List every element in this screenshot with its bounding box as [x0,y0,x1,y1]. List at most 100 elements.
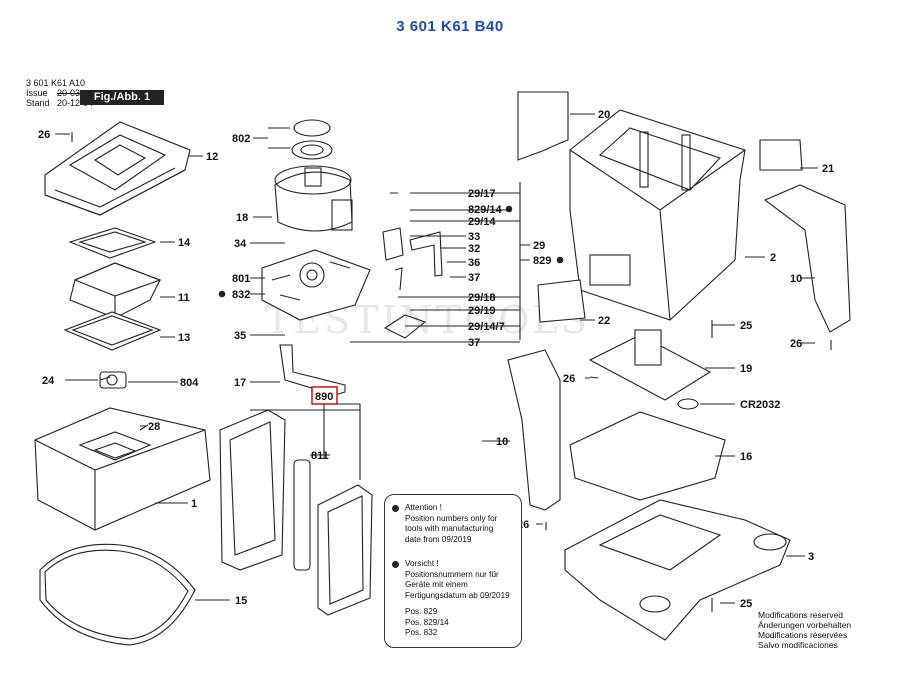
note-en-line1: Position numbers only for [405,513,498,523]
label-21: 21 [822,163,834,175]
note-pos-829: Pos. 829 [405,607,438,616]
label-811: 811 [311,450,329,462]
mods-fr: Modifications réservées [758,630,848,640]
label-829: 829 [533,255,551,267]
bullet-icon [392,561,399,568]
label-29-18: 29/18 [468,292,496,304]
part-battery-cover [317,484,373,616]
part-base-housing [34,407,211,531]
part-coin-cell [677,398,699,410]
label-10-right: 10 [790,273,802,285]
label-16: 16 [740,451,752,463]
part-control-board [261,249,371,321]
note-de-line1: Positionsnummern nur für [405,569,499,579]
label-829-14: 829/14 [468,204,503,216]
label-34: 34 [234,238,247,250]
label-24: 24 [42,375,55,387]
note-de-line3: Fertigungsdatum ab 09/2019 [405,590,510,600]
part-label-21 [759,139,803,171]
part-battery-tray [219,409,286,571]
note-de-title: Vorsicht ! [405,559,439,568]
note-pos-829-14: Pos. 829/14 [405,617,449,627]
label-801: 801 [232,273,250,285]
note-positions: Pos. 829 Pos. 829/14 Pos. 832 [405,607,449,639]
stand-label: Stand [26,98,50,108]
part-32 [409,231,443,277]
page-title: 3 601 K61 B40 [396,18,504,35]
part-seal-frame [63,311,162,351]
label-25-upper: 25 [740,320,752,332]
issue-label: Issue [26,88,48,98]
part-33 [382,227,404,261]
note-pos-832: Pos. 832 [405,628,438,637]
label-36: 36 [468,257,480,269]
label-26-board: 26 [563,373,575,385]
label-804: 804 [180,377,199,389]
label-10-left: 10 [496,436,508,448]
part-802a [293,119,331,137]
part-battery [293,459,311,571]
part-handle-grip-a [763,184,851,333]
stand-value: 20-12-04 [57,98,94,108]
note-en: Attention ! Position numbers only for to… [405,503,497,545]
part-804 [99,371,127,389]
note-de: Vorsicht ! Positionsnummern nur für Gerä… [405,559,510,601]
mods-de: Änderungen vorbehalten [758,620,852,630]
label-32: 32 [468,243,480,255]
bullet-icon [392,505,399,512]
note-en-line2: tools with manufacturing [405,524,494,533]
label-14: 14 [178,237,191,249]
label-832: 832 [232,289,250,301]
note-de-line2: Geräte mit einem [405,580,468,589]
label-cr2032: CR2032 [740,399,780,411]
label-12: 12 [206,151,218,163]
part-window-frame [68,227,157,259]
marker-dot-832 [218,290,226,298]
label-18: 18 [236,212,248,224]
label-19: 19 [740,363,752,375]
label-802: 802 [232,133,250,145]
label-29-17: 29/17 [468,188,496,200]
part-board-19 [588,334,712,401]
part-bracket [279,344,346,396]
label-20: 20 [598,109,610,121]
marker-dot-829 [556,256,564,264]
part-glass-housing [69,262,162,319]
label-1: 1 [191,498,197,510]
part-seal-16 [569,411,726,501]
label-13: 13 [178,332,190,344]
modifications-note: Modifications reserved Änderungen vorbeh… [758,610,851,650]
label-22: 22 [598,315,610,327]
part-gasket [39,543,196,646]
label-3: 3 [808,551,814,563]
label-890: 890 [315,391,333,403]
label-37-upper: 37 [468,272,480,284]
label-33: 33 [468,231,480,243]
part-handle-grip-b [507,349,561,511]
label-26-top: 26 [38,129,50,141]
label-25-lower: 25 [740,598,752,610]
label-28: 28 [148,421,160,433]
note-en-line3: date from 09/2019 [405,534,472,544]
part-rotor-head [274,165,353,232]
label-37-lower: 37 [468,337,480,349]
mods-es: Salvo modificaciones [758,640,838,650]
figure-badge: Fig./Abb. 1 [80,90,164,105]
part-29-14-7 [383,314,427,339]
part-label-20 [517,91,569,161]
label-29-14-7: 29/14/7 [468,321,505,333]
mods-en: Modifications reserved [758,610,844,620]
label-29-14: 29/14 [468,216,496,228]
part-top-cover [44,121,191,216]
label-2: 2 [770,252,776,264]
label-35: 35 [234,330,246,342]
note-en-title: Attention ! [405,503,442,512]
label-11: 11 [178,292,190,304]
notice-box: Attention ! Position numbers only for to… [384,494,522,648]
marker-dot-829-14 [505,205,513,213]
part-label-22 [537,279,586,323]
label-26-right: 26 [790,338,802,350]
part-bottom-shell [564,499,791,641]
label-15: 15 [235,595,247,607]
